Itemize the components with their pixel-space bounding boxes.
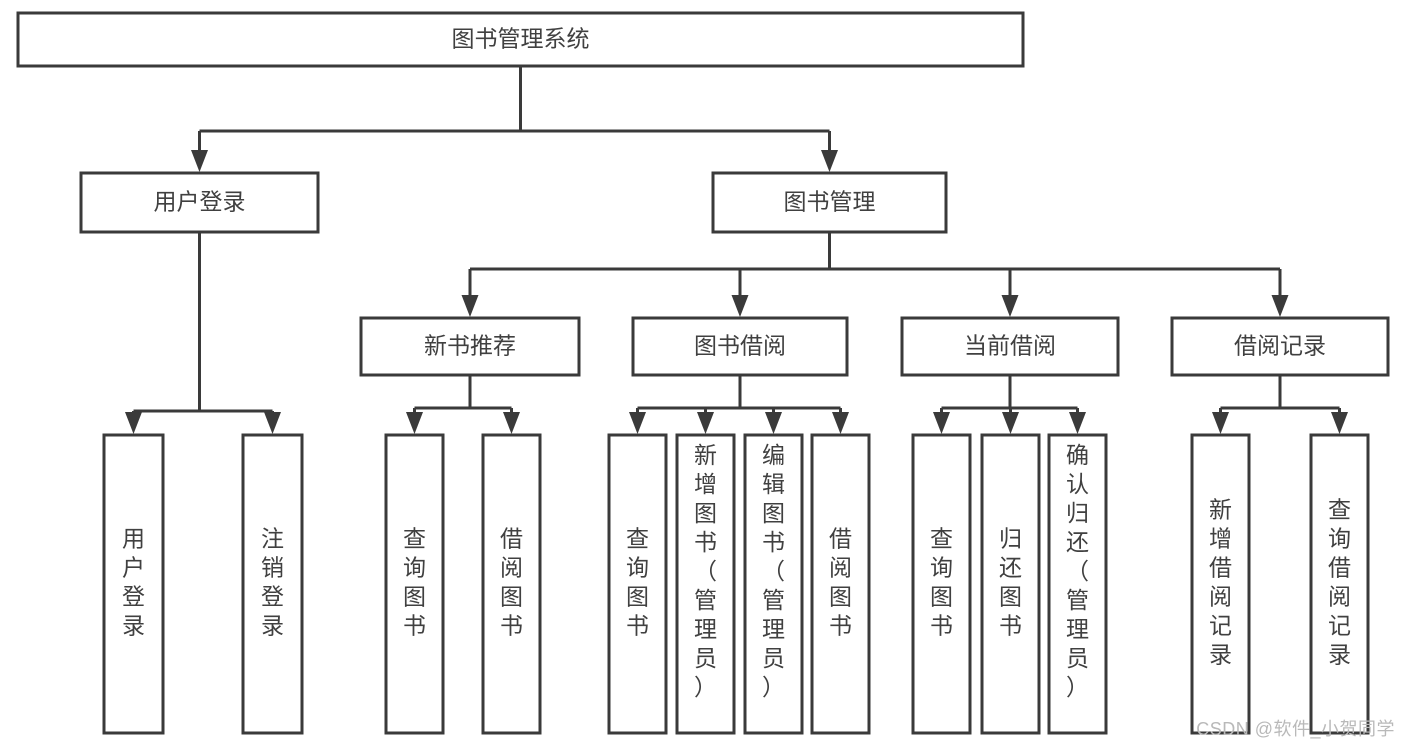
arrowhead-icon [1331,412,1348,434]
node-user-login[interactable]: 用户登录 [79,171,320,234]
node-box-leaf-query-book-rec [384,433,445,735]
node-label-new-book-recommend: 新书推荐 [424,333,516,359]
arrowhead-icon [697,412,714,434]
node-label-leaf-borrow-book-rec: 借阅图书 [500,526,523,639]
node-label-borrow-record: 借阅记录 [1234,333,1326,359]
node-label-root: 图书管理系统 [452,26,590,52]
node-box-leaf-query-book-borrow [607,433,668,735]
node-box-leaf-query-borrow-record [1309,433,1370,735]
node-box-leaf-borrow-book [810,433,871,735]
node-box-current-borrow [900,316,1120,377]
node-leaf-query-book-current[interactable]: 查询图书 [911,433,972,735]
arrowhead-icon [933,412,950,434]
arrowhead-icon [406,412,423,434]
arrowhead-icon [821,150,838,172]
node-box-leaf-add-book-admin [675,433,736,735]
arrowhead-icon [1212,412,1229,434]
node-label-leaf-query-book-current: 查询图书 [930,526,953,639]
node-leaf-query-borrow-record[interactable]: 查询借阅记录 [1309,433,1370,735]
node-label-current-borrow: 当前借阅 [964,333,1056,359]
node-label-leaf-confirm-return-admin: 确认归还（管理员） [1066,442,1089,700]
arrowhead-icon [832,412,849,434]
arrowhead-icon [1002,412,1019,434]
node-leaf-borrow-book[interactable]: 借阅图书 [810,433,871,735]
node-label-user-login: 用户登录 [154,189,246,215]
node-label-leaf-query-book-borrow: 查询图书 [626,526,649,639]
node-box-leaf-confirm-return-admin [1047,433,1108,735]
node-leaf-query-book-borrow[interactable]: 查询图书 [607,433,668,735]
node-leaf-logout[interactable]: 注销登录 [241,433,304,735]
node-book-manage[interactable]: 图书管理 [711,171,948,234]
node-box-borrow-record [1170,316,1390,377]
node-box-book-manage [711,171,948,234]
node-box-leaf-add-borrow-record [1190,433,1251,735]
node-label-leaf-edit-book-admin: 编辑图书（管理员） [762,442,785,700]
node-root[interactable]: 图书管理系统 [16,11,1025,68]
arrowhead-icon [731,295,749,317]
node-leaf-add-book-admin[interactable]: 新增图书（管理员） [675,433,736,735]
node-box-user-login [79,171,320,234]
node-label-leaf-user-login: 用户登录 [122,526,145,639]
node-label-leaf-query-borrow-record: 查询借阅记录 [1328,497,1351,668]
node-box-leaf-return-book [980,433,1041,735]
node-label-leaf-query-book-rec: 查询图书 [403,526,426,639]
node-book-borrow[interactable]: 图书借阅 [631,316,849,377]
node-leaf-borrow-book-rec[interactable]: 借阅图书 [481,433,542,735]
node-box-book-borrow [631,316,849,377]
node-box-new-book-recommend [359,316,581,377]
arrowhead-icon [191,150,208,172]
node-box-root [16,11,1025,68]
node-label-book-manage: 图书管理 [784,189,876,215]
node-leaf-edit-book-admin[interactable]: 编辑图书（管理员） [743,433,804,735]
connector-layer [125,66,1348,434]
node-leaf-confirm-return-admin[interactable]: 确认归还（管理员） [1047,433,1108,735]
node-label-leaf-add-book-admin: 新增图书（管理员） [694,442,717,700]
arrowhead-icon [629,412,646,434]
arrowhead-icon [264,412,281,434]
arrowhead-icon [503,412,520,434]
arrowhead-icon [1001,295,1019,317]
node-box-leaf-logout [241,433,304,735]
node-box-leaf-query-book-current [911,433,972,735]
node-layer: 图书管理系统用户登录图书管理新书推荐图书借阅当前借阅借阅记录用户登录注销登录查询… [16,11,1390,735]
node-new-book-recommend[interactable]: 新书推荐 [359,316,581,377]
arrowhead-icon [125,412,142,434]
node-label-book-borrow: 图书借阅 [694,333,786,359]
arrowhead-icon [765,412,782,434]
node-leaf-user-login[interactable]: 用户登录 [102,433,165,735]
node-label-leaf-return-book: 归还图书 [999,526,1022,639]
node-leaf-add-borrow-record[interactable]: 新增借阅记录 [1190,433,1251,735]
node-label-leaf-add-borrow-record: 新增借阅记录 [1209,497,1232,668]
arrowhead-icon [1271,295,1289,317]
node-current-borrow[interactable]: 当前借阅 [900,316,1120,377]
node-box-leaf-borrow-book-rec [481,433,542,735]
node-box-leaf-user-login [102,433,165,735]
node-leaf-query-book-rec[interactable]: 查询图书 [384,433,445,735]
arrowhead-icon [1069,412,1086,434]
node-label-leaf-borrow-book: 借阅图书 [829,526,852,639]
node-borrow-record[interactable]: 借阅记录 [1170,316,1390,377]
node-leaf-return-book[interactable]: 归还图书 [980,433,1041,735]
arrowhead-icon [461,295,479,317]
node-label-leaf-logout: 注销登录 [261,526,284,639]
node-box-leaf-edit-book-admin [743,433,804,735]
